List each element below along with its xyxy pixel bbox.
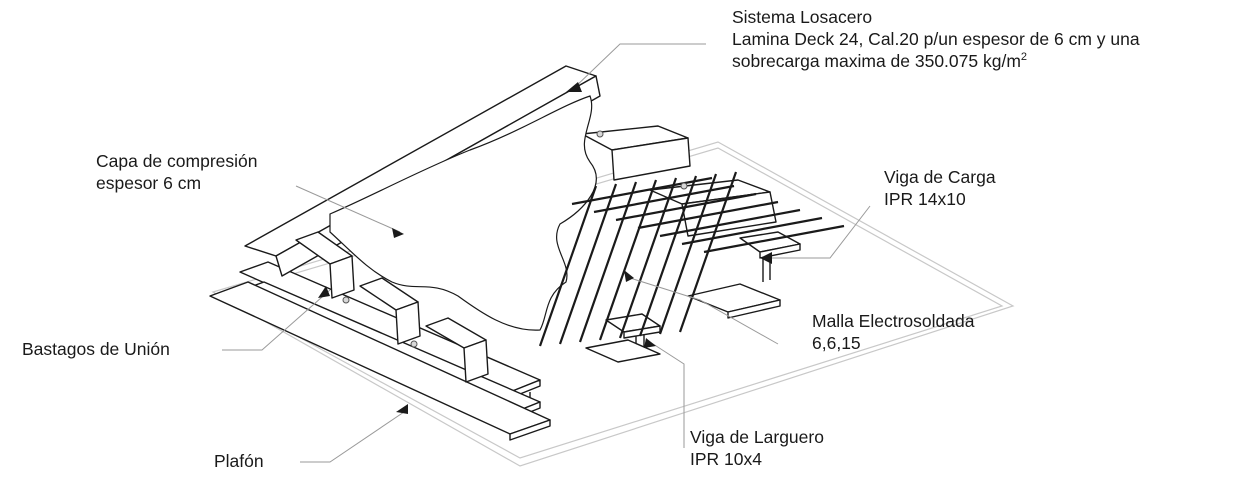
sistema-line3-superscript: 2 <box>1020 51 1028 64</box>
mesh-bar <box>638 175 698 337</box>
mesh-bar <box>681 216 823 246</box>
viga-carga-line1: Viga de Carga <box>884 167 996 187</box>
label-sistema-losacero: Sistema Losacero Lamina Deck 24, Cal.20 … <box>732 6 1140 72</box>
capa-line1: Capa de compresión <box>96 151 258 171</box>
viga-carga-line2: IPR 14x10 <box>884 189 966 209</box>
label-malla-electrosoldada: Malla Electrosoldada 6,6,15 <box>812 310 974 354</box>
mesh-bar <box>618 177 678 339</box>
mesh-bar <box>598 179 658 341</box>
mesh-bar <box>658 173 718 335</box>
viga-larguero-line2: IPR 10x4 <box>690 449 762 469</box>
mesh-bar <box>678 171 738 333</box>
viga-larguero-line1: Viga de Larguero <box>690 427 824 447</box>
bastagos-line1: Bastagos de Unión <box>22 339 170 359</box>
label-capa-compresion: Capa de compresión espesor 6 cm <box>96 150 257 194</box>
mesh-bar <box>703 224 845 254</box>
leader-arrows <box>318 82 772 414</box>
label-viga-carga: Viga de Carga IPR 14x10 <box>884 166 996 210</box>
plafon-line1: Plafón <box>214 451 264 471</box>
shear-studs <box>342 130 688 348</box>
mesh-bar <box>571 176 713 206</box>
welded-mesh <box>538 171 845 347</box>
sistema-line3-text: sobrecarga maxima de 350.075 kg/m <box>732 51 1021 71</box>
malla-line2: 6,6,15 <box>812 333 861 353</box>
mesh-bar <box>538 185 598 347</box>
mesh-bar <box>578 181 638 343</box>
label-viga-larguero: Viga de Larguero IPR 10x4 <box>690 426 824 470</box>
label-bastagos-union: Bastagos de Unión <box>22 338 170 360</box>
capa-line2: espesor 6 cm <box>96 173 202 193</box>
label-plafon: Plafón <box>214 450 264 472</box>
sistema-line1: Sistema Losacero <box>732 7 873 27</box>
concrete-topping <box>329 95 597 331</box>
malla-line1: Malla Electrosoldada <box>812 311 975 331</box>
secondary-beam <box>585 313 661 363</box>
mesh-bar <box>558 183 618 345</box>
mesh-bar <box>659 208 801 238</box>
leader-lines <box>222 43 871 463</box>
mesh-bar <box>637 200 779 230</box>
sistema-line2: Lamina Deck 24, Cal.20 p/un espesor de 6… <box>732 29 1140 49</box>
sistema-line3: sobrecarga maxima de 350.075 kg/m2 <box>732 50 1140 72</box>
